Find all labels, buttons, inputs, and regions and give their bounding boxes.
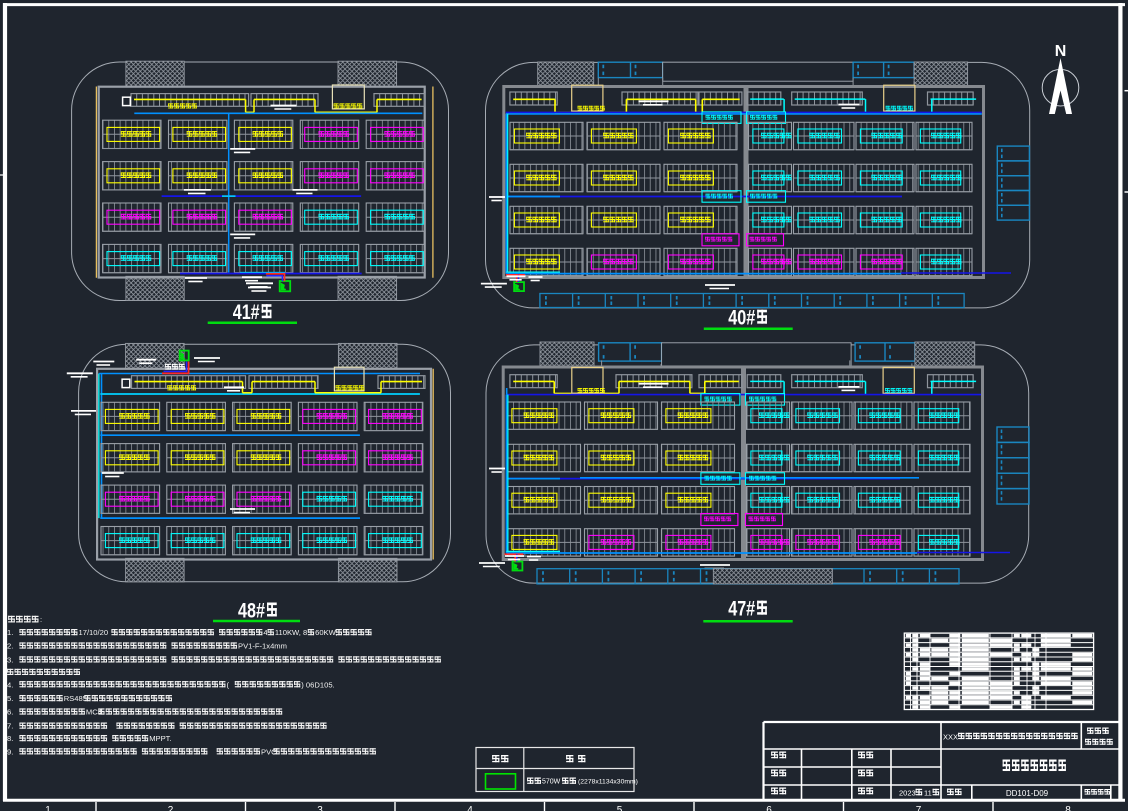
svg-text:5: 5 (617, 805, 623, 811)
svg-text:4.: 4. (7, 680, 13, 689)
svg-text:MC4: MC4 (86, 708, 102, 717)
svg-text:9.: 9. (7, 747, 13, 756)
svg-text:47#: 47# (728, 598, 755, 621)
svg-text:DD101-D09: DD101-D09 (1006, 789, 1049, 798)
svg-text:8.: 8. (7, 734, 13, 743)
svg-text:RS485: RS485 (64, 694, 87, 703)
svg-text:(: ( (227, 680, 230, 689)
svg-text:PVC: PVC (261, 747, 277, 756)
svg-text:2023: 2023 (899, 789, 916, 798)
svg-text:1: 1 (45, 805, 51, 811)
svg-text::: : (40, 615, 42, 624)
svg-text:17/10/20: 17/10/20 (79, 628, 109, 637)
svg-text:2.: 2. (7, 642, 13, 651)
svg-text:11: 11 (924, 789, 932, 798)
svg-text:1.: 1. (7, 628, 13, 637)
svg-text:(2278x1134x30mm): (2278x1134x30mm) (578, 778, 638, 785)
svg-text:3: 3 (317, 805, 323, 811)
svg-text:4: 4 (467, 805, 473, 811)
svg-text:7.: 7. (7, 722, 13, 731)
svg-text:7: 7 (916, 805, 922, 811)
svg-text:5.: 5. (7, 694, 13, 703)
svg-text:N: N (1055, 43, 1067, 60)
svg-text:PV1-F-1x4mm: PV1-F-1x4mm (238, 642, 287, 651)
svg-text:60KW,: 60KW, (315, 628, 337, 637)
svg-text:4: 4 (263, 628, 267, 637)
svg-text:48#: 48# (238, 599, 265, 622)
svg-text:8: 8 (1065, 805, 1071, 811)
svg-text:570W: 570W (542, 779, 561, 786)
svg-text:6: 6 (766, 805, 772, 811)
svg-text:) 06D105.: ) 06D105. (301, 680, 334, 689)
svg-text:XXX: XXX (943, 733, 958, 742)
svg-text:2: 2 (168, 805, 174, 811)
svg-text:40#: 40# (728, 307, 755, 330)
svg-text:41#: 41# (233, 301, 260, 324)
svg-text:6.: 6. (7, 708, 13, 717)
svg-text:110KW, 8: 110KW, 8 (275, 628, 307, 637)
svg-text:MPPT.: MPPT. (149, 734, 171, 743)
svg-text:3.: 3. (7, 656, 13, 665)
